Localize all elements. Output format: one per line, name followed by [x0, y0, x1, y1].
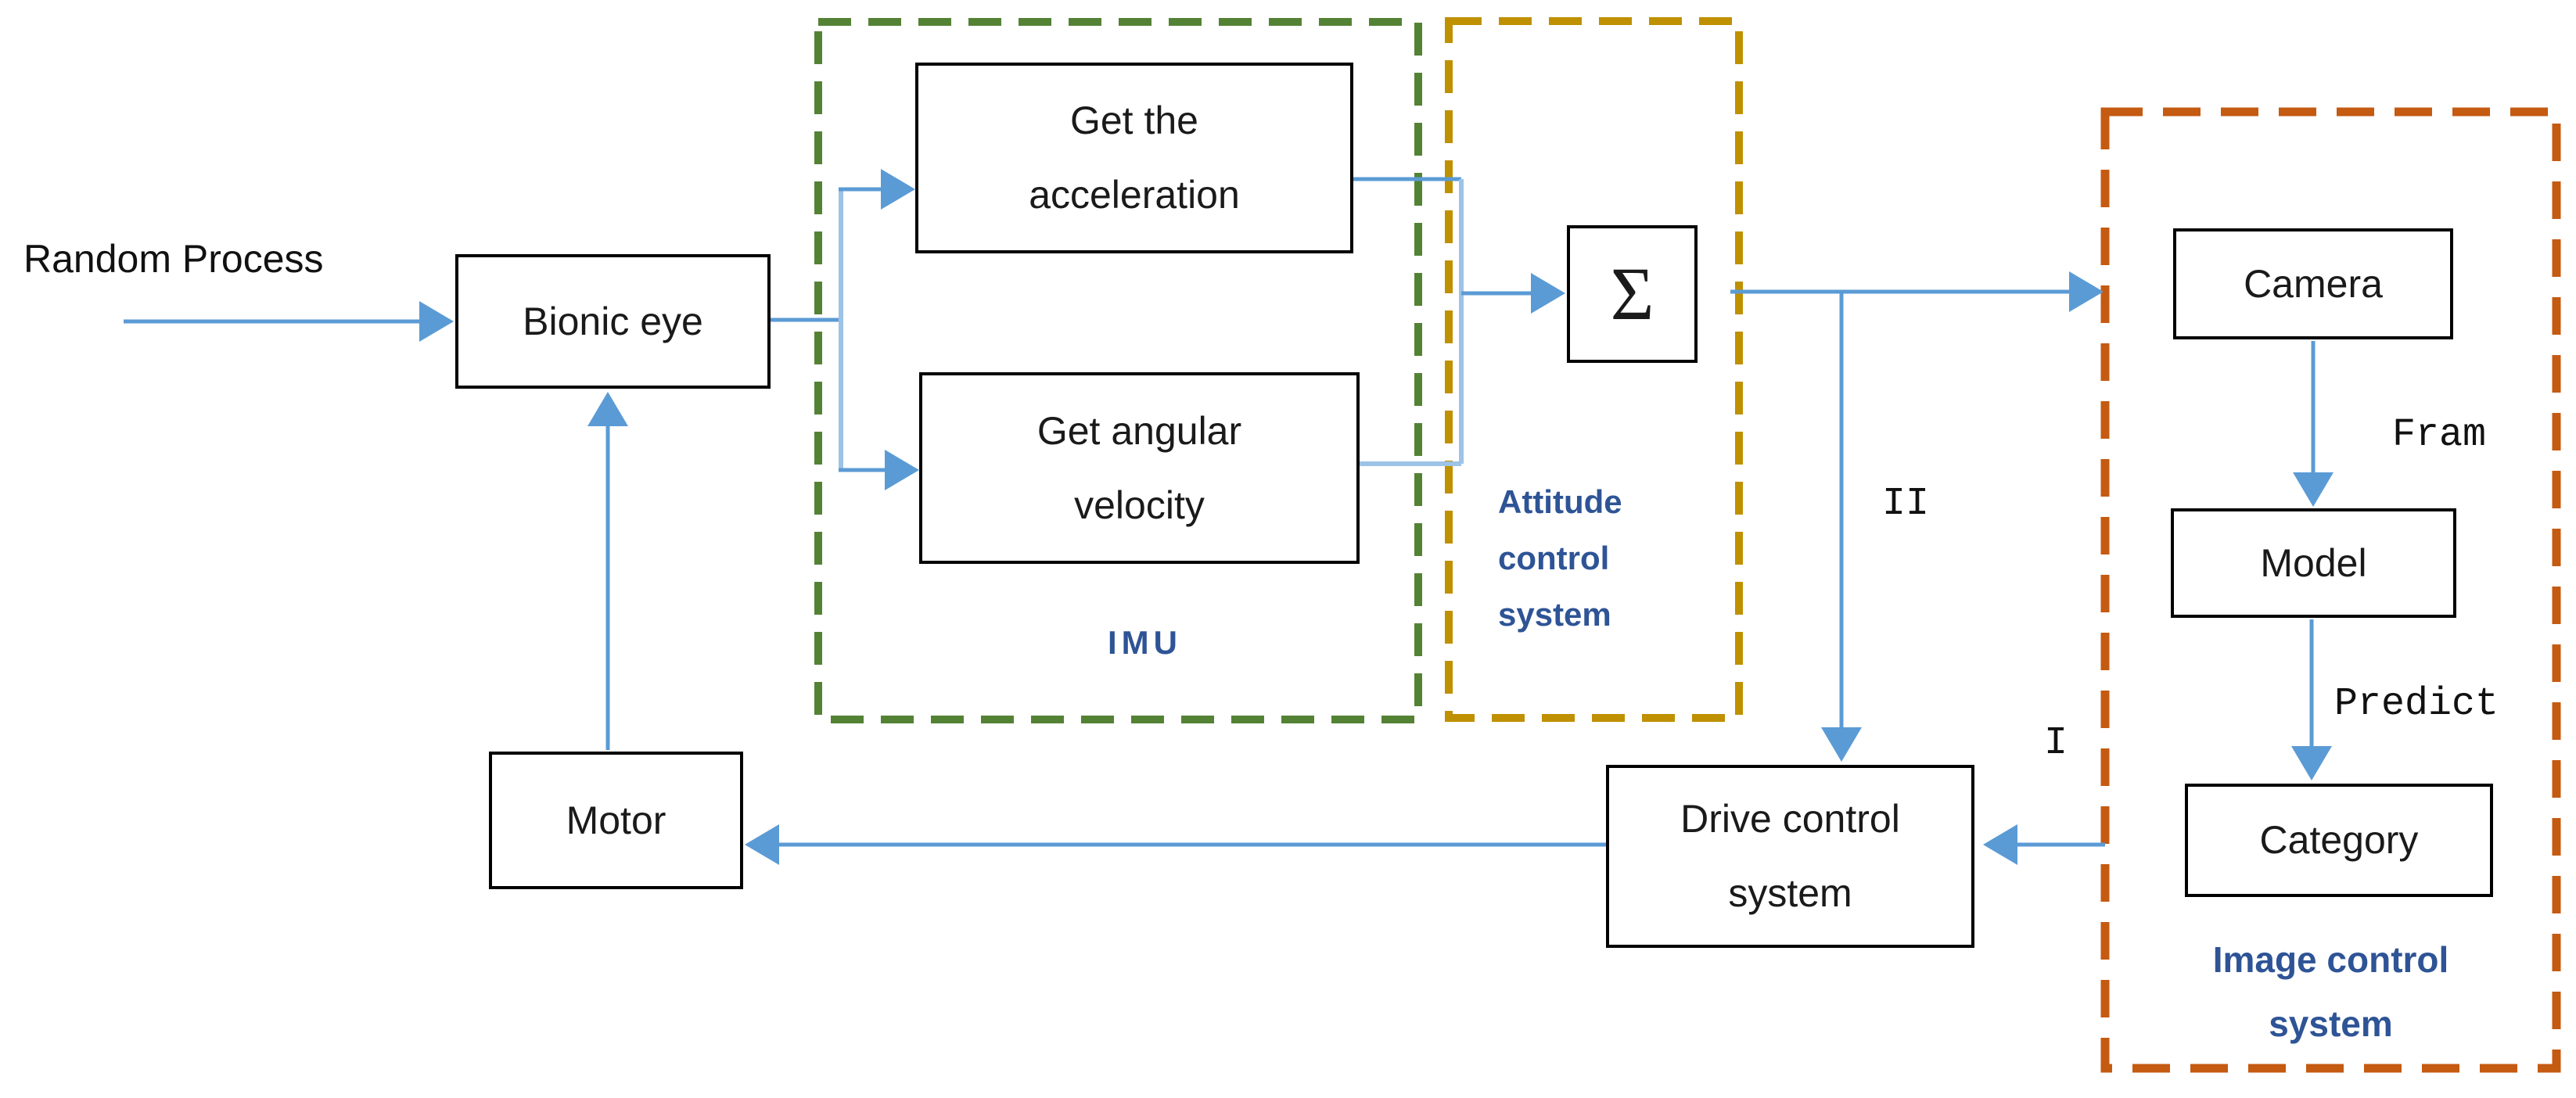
predict-edge-label: Predict — [2334, 682, 2499, 727]
connector-sigma-line-to-drive — [1821, 292, 1862, 762]
get-angular-velocity-node: Get angular velocity — [919, 372, 1360, 564]
connector-branch-to-acceleration — [839, 169, 915, 210]
connector-image-group-to-drive — [1983, 824, 2105, 865]
imu-group-label: IMU — [1108, 624, 1182, 661]
connector-bionic-to-branch — [771, 189, 843, 470]
connector-random-to-bionic — [124, 301, 454, 342]
connector-branch-to-angular — [839, 450, 919, 490]
drive-control-node: Drive control system — [1606, 765, 1974, 948]
attitude-group-label: Attitude control system — [1498, 483, 1622, 633]
roman-two-edge-label: II — [1882, 482, 1930, 526]
category-node: Category — [2185, 784, 2493, 897]
bionic-eye-node: Bionic eye — [455, 254, 771, 389]
model-node: Model — [2171, 508, 2456, 618]
connector-imu-outputs-join — [1350, 177, 1464, 466]
connector-model-to-category — [2291, 619, 2332, 780]
frame-edge-label: Fram — [2392, 413, 2487, 458]
sigma-summation-node: Σ — [1567, 225, 1698, 363]
connector-join-to-sigma — [1461, 273, 1565, 314]
get-acceleration-node: Get the acceleration — [915, 63, 1353, 253]
image-group-frame — [2100, 107, 2561, 1073]
connector-camera-to-model — [2293, 341, 2333, 507]
roman-one-edge-label: I — [2044, 721, 2068, 766]
connector-sigma-to-image-group — [1730, 271, 2104, 312]
attitude-group-frame — [1445, 17, 1743, 722]
camera-node: Camera — [2173, 228, 2453, 339]
image-group-label: Image control system — [2212, 939, 2449, 1044]
random-process-label: Random Process — [23, 237, 324, 281]
connector-drive-to-motor — [745, 824, 1606, 865]
connector-motor-to-bionic — [587, 392, 628, 750]
motor-node: Motor — [489, 752, 743, 889]
